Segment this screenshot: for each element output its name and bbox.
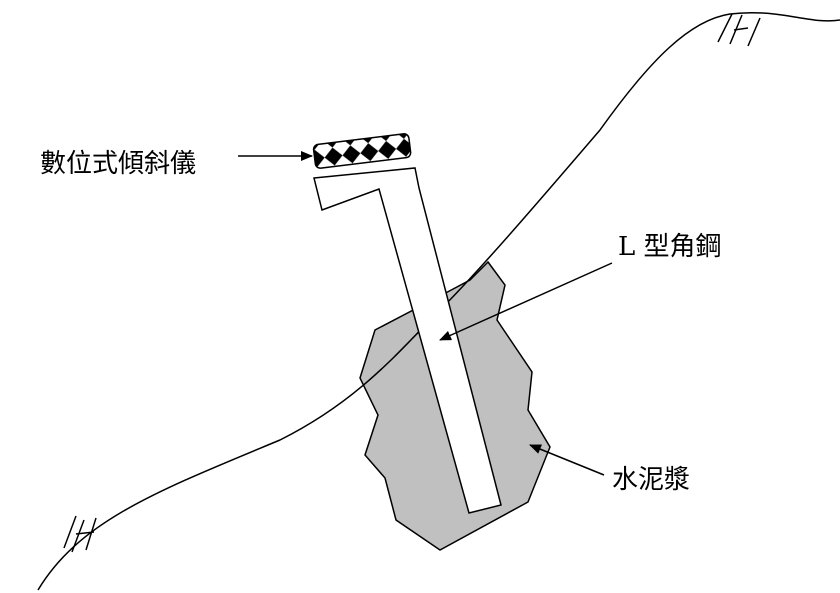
ground-hatch-icon — [717, 13, 761, 47]
l-angle-steel — [313, 167, 502, 514]
arrow-icon — [529, 444, 605, 476]
label-grout: 水泥漿 — [612, 465, 690, 495]
arrow-icon — [439, 262, 613, 341]
label-inclinometer: 數位式傾斜儀 — [40, 149, 196, 179]
label-angle-steel: L 型角鋼 — [618, 232, 722, 262]
ground-hatch-icon — [63, 515, 97, 553]
slope-line — [37, 11, 840, 591]
checkered-sensor-icon — [312, 133, 412, 169]
